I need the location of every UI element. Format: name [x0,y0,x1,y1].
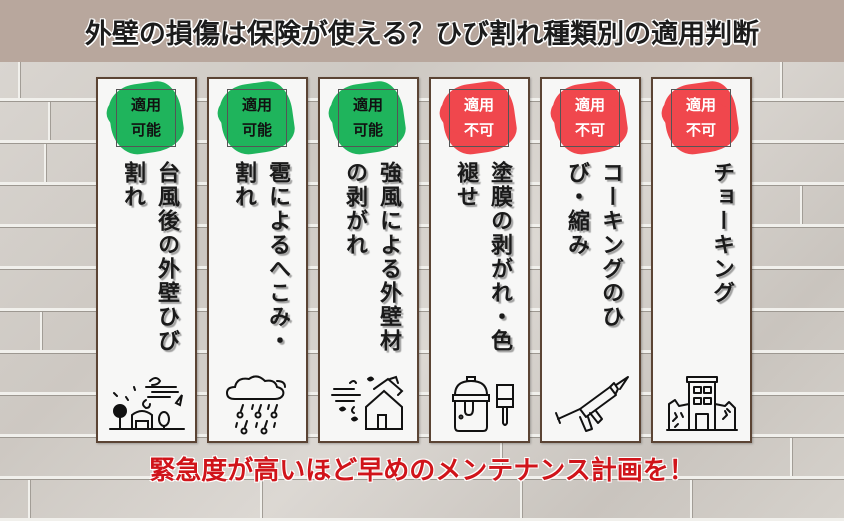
brick-joint [690,480,693,518]
status-badge-not-applicable: 適用 不可 [657,78,742,158]
damage-card-typhoon-crack: 適用 可能 台風後の外壁ひび割れ [96,77,197,443]
damage-card-wind-siding: 適用 可能 強風による外壁材の剥がれ [318,77,419,443]
status-badge-applicable: 適用 可能 [102,78,187,158]
damage-label: コーキングのひび・縮み [564,161,623,329]
wind-roof-damage-icon [328,373,410,435]
hail-cloud-icon [217,373,299,435]
caulking-gun-icon [550,373,632,435]
brick-joint [44,144,47,182]
brick-joint [260,480,263,518]
brick-joint [48,102,51,140]
footer-message: 緊急度が高いほど早めのメンテナンス計画を！ [0,450,844,487]
badge-line2: 不可 [685,121,716,139]
status-badge-not-applicable: 適用 不可 [435,78,520,158]
status-badge-not-applicable: 適用 不可 [546,78,631,158]
damage-label: 塗膜の剥がれ・色褪せ [453,161,512,353]
page-title: 外壁の損傷は保険が使える？ひび割れ種類別の適用判断 [84,18,760,50]
badge-line1: 適用 [463,96,494,114]
badge-line1: 適用 [685,96,716,114]
badge-line2: 可能 [130,121,161,139]
typhoon-house-icon [106,373,188,435]
badge-line1: 適用 [241,96,272,114]
page-header: 外壁の損傷は保険が使える？ひび割れ種類別の適用判断 [0,0,844,62]
damage-label: 雹によるへこみ・割れ [231,161,290,353]
badge-line2: 不可 [463,121,494,139]
paint-can-brush-icon [439,373,521,435]
damage-card-caulking-crack: 適用 不可 コーキングのひび・縮み [540,77,641,443]
brick-joint [18,60,21,98]
badge-line1: 適用 [574,96,605,114]
damage-label: チョーキング [709,161,734,305]
brick-joint [780,60,783,98]
damage-card-hail-dent: 適用 可能 雹によるへこみ・割れ [207,77,308,443]
damage-card-paint-peeling: 適用 不可 塗膜の剥がれ・色褪せ [429,77,530,443]
footer-message-text: 緊急度が高いほど早めのメンテナンス計画を！ [149,456,695,486]
badge-line1: 適用 [130,96,161,114]
status-badge-applicable: 適用 可能 [324,78,409,158]
damage-card-chalking: 適用 不可 チョーキング [651,77,752,443]
brick-joint [500,438,503,476]
badge-line2: 可能 [241,121,272,139]
badge-line1: 適用 [352,96,383,114]
badge-line2: 不可 [574,121,605,139]
brick-joint [790,438,793,476]
damage-label: 強風による外壁材の剥がれ [342,161,401,353]
brick-joint [520,480,523,518]
brick-joint [28,480,31,518]
status-badge-applicable: 適用 可能 [213,78,298,158]
brick-joint [800,186,803,224]
damage-label: 台風後の外壁ひび割れ [120,161,179,353]
badge-line2: 可能 [352,121,383,139]
brick-joint [40,312,43,350]
deteriorated-building-icon [661,373,743,435]
